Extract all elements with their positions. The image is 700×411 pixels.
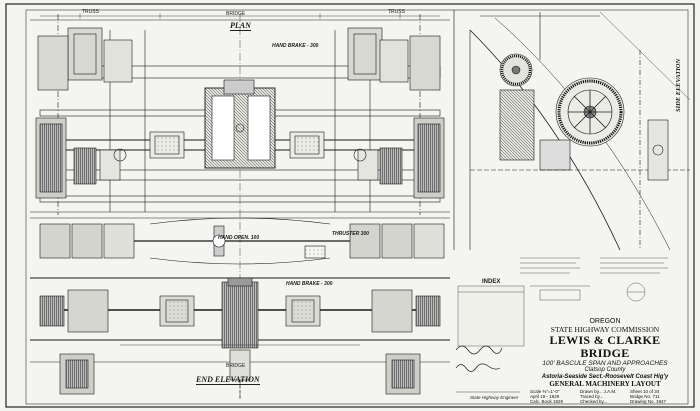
title-layout: GENERAL MACHINERY LAYOUT: [549, 379, 661, 388]
title-checked-by: Checked by...: [580, 399, 608, 405]
title-sheet: Sheet 10 of 34: [630, 389, 660, 395]
title-bridge-name: LEWIS & CLARKE BRIDGE: [549, 332, 661, 361]
hand-open-label: HAND OPEN. 100: [218, 235, 260, 241]
bridge-label-bottom: BRIDGE: [226, 363, 246, 369]
hand-brake-label-top: HAND BRAKE - 300: [272, 43, 319, 49]
truss-left-label: TRUSS: [82, 9, 99, 15]
title-span: 100' BASCULE SPAN AND APPROACHES: [542, 360, 668, 368]
title-bridge-no: Bridge No. 711: [630, 394, 660, 400]
bridge-centerline-label: BRIDGE: [226, 11, 246, 17]
title-commission: STATE HIGHWAY COMMISSION: [550, 324, 660, 334]
title-info-grid: Scale ⅜"=1'-0" Drawn by... J.A.M. Sheet …: [530, 389, 680, 405]
title-county: Clatsop County: [584, 367, 626, 374]
title-state: OREGON: [589, 318, 621, 325]
hand-brake-label-bottom: HAND BRAKE - 300: [286, 281, 333, 287]
plan-title: PLAN: [230, 21, 251, 31]
title-drawn-by: Drawn by... J.A.M.: [580, 389, 617, 395]
title-section: Astoria-Seaside Sect.-Roosevelt Coast Hi…: [541, 374, 669, 381]
title-drawing-no: Drawing No. 1947: [630, 399, 667, 405]
index-title: INDEX: [482, 279, 501, 285]
title-date: April 19 - 1929: [530, 394, 560, 400]
title-block: OREGON STATE HIGHWAY COMMISSION LEWIS & …: [530, 318, 680, 405]
title-scale: Scale ⅜"=1'-0": [530, 389, 560, 395]
title-traced-by: Traced by...: [580, 394, 604, 400]
engineer-signature-line: State Highway Engineer: [470, 395, 519, 400]
title-calc-book: Calc. Book 1929: [530, 399, 564, 405]
end-elevation-title: END ELEVATION: [196, 375, 260, 385]
truss-right-label: TRUSS: [388, 9, 405, 15]
thruster-label: THRUSTER 300: [332, 231, 369, 237]
side-elevation-title: SIDE ELEVATION: [675, 58, 682, 112]
